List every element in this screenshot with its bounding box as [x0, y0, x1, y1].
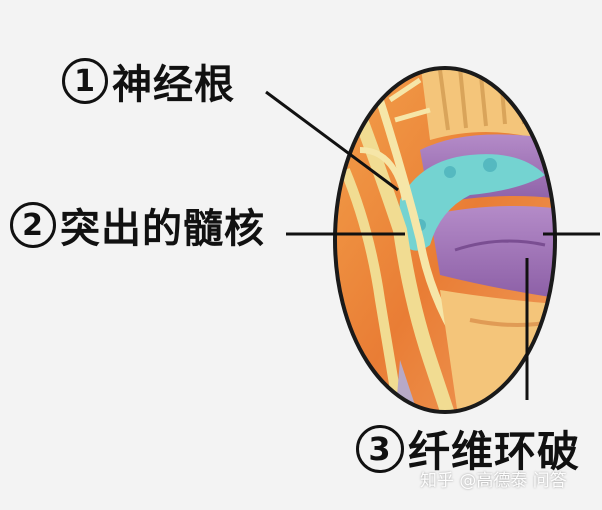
label-herniated-nucleus: 突出的髓核 [60, 206, 265, 252]
label-nerve-root: 神经根 [112, 62, 235, 108]
leader-line-nerve-root [265, 90, 399, 192]
callout-herniated-nucleus: 2 突出的髓核 [10, 196, 265, 254]
number-badge: 2 [10, 202, 56, 248]
number-badge: 1 [62, 58, 108, 104]
callout-annulus-tear: 3 纤维环破 [356, 418, 580, 479]
magnifier-circle [333, 66, 557, 414]
label-annulus-tear: 纤维环破 [408, 427, 581, 476]
number-badge: 3 [356, 424, 404, 473]
magnified-view [335, 68, 555, 412]
watermark-text: 知乎 @高德泰 问答 [420, 471, 567, 491]
callout-nerve-root: 1 神经根 [62, 52, 235, 110]
